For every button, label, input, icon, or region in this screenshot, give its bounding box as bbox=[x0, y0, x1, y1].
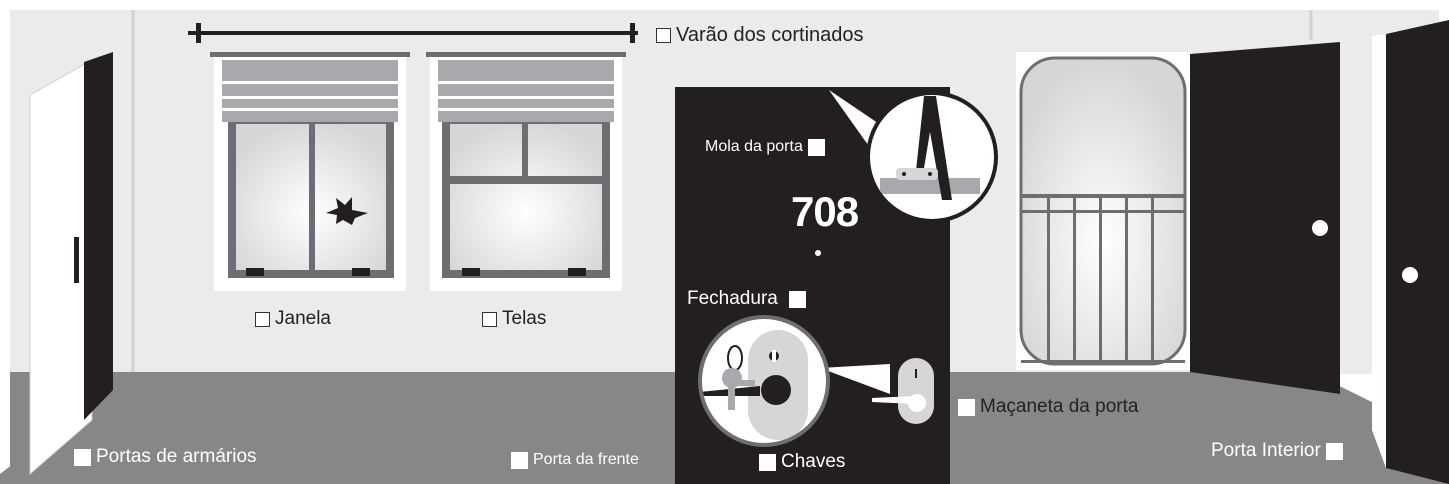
interior-door-checkbox[interactable] bbox=[1325, 442, 1343, 460]
screens-checkbox[interactable] bbox=[482, 311, 497, 327]
closet-doors-text: Portas de armários bbox=[96, 446, 257, 467]
right-door bbox=[1372, 20, 1449, 484]
lock-checkbox[interactable] bbox=[788, 290, 806, 308]
window-label: Janela bbox=[255, 308, 331, 330]
interior-door-label: Porta Interior bbox=[1211, 440, 1343, 462]
lock-text: Fechadura bbox=[687, 288, 778, 309]
lock-callout bbox=[698, 315, 934, 447]
screens-illustration bbox=[426, 52, 626, 291]
curtain-rod-label: Varão dos cortinados bbox=[656, 24, 864, 47]
closet-doors-label: Portas de armários bbox=[74, 446, 257, 468]
closet-doors-checkbox[interactable] bbox=[74, 448, 91, 466]
screens-text: Telas bbox=[502, 308, 547, 329]
keys-text: Chaves bbox=[781, 451, 846, 472]
screens-label: Telas bbox=[482, 308, 546, 330]
interior-door-text: Porta Interior bbox=[1211, 440, 1321, 461]
interior-door bbox=[1190, 42, 1340, 394]
door-spring-text: Mola da porta bbox=[705, 138, 803, 155]
door-handle-text: Maçaneta da porta bbox=[980, 396, 1139, 417]
door-spring-checkbox[interactable] bbox=[807, 138, 825, 156]
door-handle-label: Maçaneta da porta bbox=[958, 396, 1138, 418]
peephole bbox=[815, 250, 821, 256]
front-door-label: Porta da frente bbox=[511, 451, 639, 469]
front-door-text: Porta da frente bbox=[533, 451, 639, 468]
door-number: 708 bbox=[791, 188, 859, 235]
window-illustration bbox=[210, 52, 410, 291]
closet-door bbox=[29, 52, 113, 476]
keys-checkbox[interactable] bbox=[759, 453, 776, 471]
curtain-rod-checkbox[interactable] bbox=[656, 28, 671, 43]
interior-door-knob bbox=[1312, 220, 1328, 236]
curtain-rod-text: Varão dos cortinados bbox=[676, 24, 864, 46]
lock-label: Fechadura bbox=[687, 288, 806, 310]
curtain-rod bbox=[188, 23, 638, 43]
door-spring-label: Mola da porta bbox=[705, 138, 825, 156]
door-handle-checkbox[interactable] bbox=[958, 398, 975, 416]
balcony-doorway bbox=[1016, 52, 1192, 370]
keys-label: Chaves bbox=[759, 451, 845, 473]
window-text: Janela bbox=[275, 308, 331, 329]
window-checkbox[interactable] bbox=[255, 311, 270, 327]
door-spring-callout bbox=[829, 90, 998, 223]
front-door-checkbox[interactable] bbox=[511, 451, 528, 469]
